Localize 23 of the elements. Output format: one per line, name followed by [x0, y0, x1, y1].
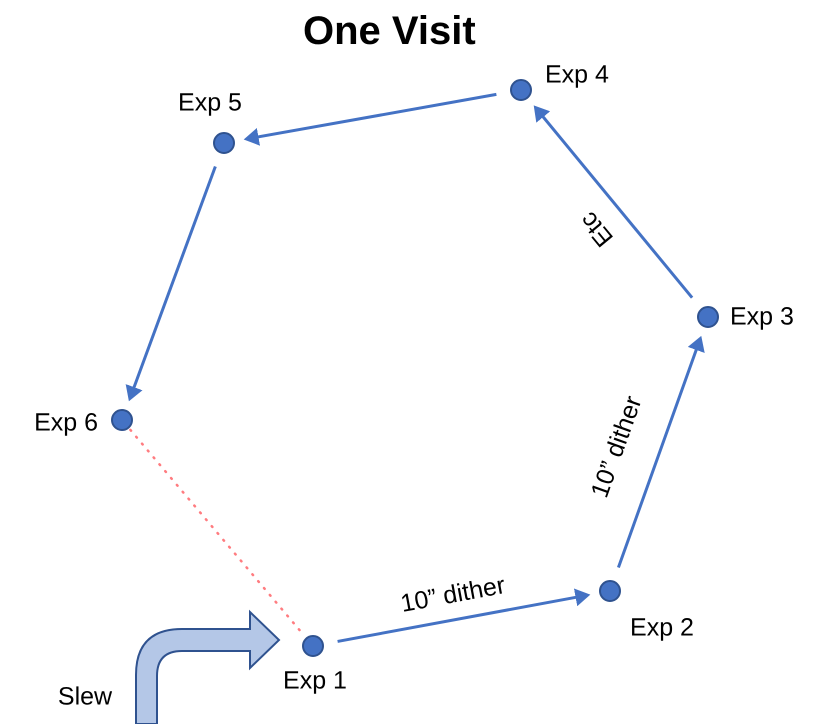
point-label: Exp 3 [730, 304, 794, 330]
point-label: Exp 1 [283, 668, 347, 694]
edge-label: 10” dither [398, 573, 508, 617]
point-marker [213, 132, 235, 154]
arrow [337, 588, 590, 643]
point-marker [599, 580, 621, 602]
arrow [534, 105, 694, 299]
edge-label: Etc [576, 207, 618, 251]
arrow [617, 336, 705, 568]
block-arrow [135, 611, 280, 724]
point-marker [510, 79, 532, 101]
point-label: Exp 4 [545, 62, 609, 88]
point-label: Exp 6 [34, 410, 98, 436]
point-marker [111, 409, 133, 431]
point-marker [697, 306, 719, 328]
arrow [244, 92, 497, 146]
point-label: Exp 5 [178, 90, 242, 116]
point-label: Exp 2 [630, 616, 694, 640]
edge-label: 10” dither [587, 393, 647, 501]
arrow [126, 166, 217, 402]
point-marker [302, 635, 324, 657]
title: One Visit [303, 8, 476, 55]
edge-label: Slew [58, 684, 112, 710]
